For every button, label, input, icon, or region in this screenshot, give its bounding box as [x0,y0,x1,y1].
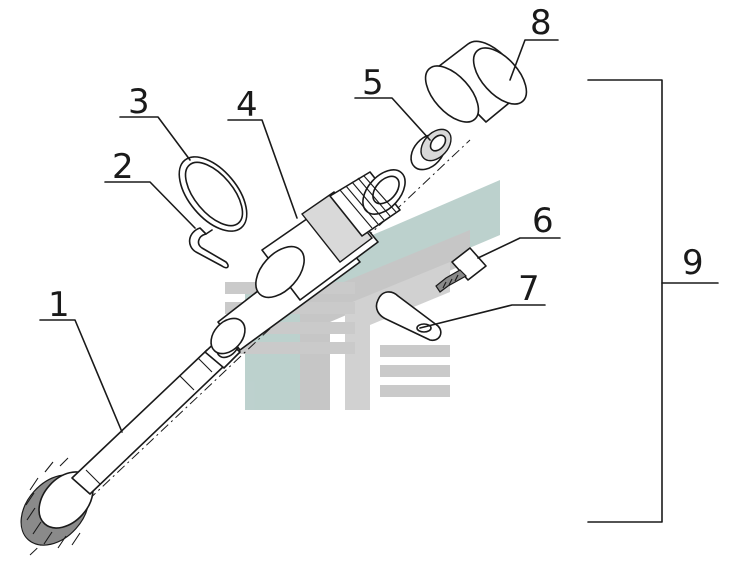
part-5-seal [410,128,452,171]
leader-lines [39,39,719,433]
callout-9: 9 [682,243,704,283]
callout-8: 8 [530,3,552,43]
leader-8 [509,39,559,81]
callout-1: 1 [48,285,70,325]
part-8-sleeve [424,40,528,123]
callout-7: 7 [518,269,540,309]
callout-2: 2 [112,147,134,187]
part-6-bolt [435,247,487,293]
watermark-chevron-grey-2 [345,262,450,410]
part-4-housing [210,169,406,355]
watermark-chevron-teal [245,180,500,410]
callout-4: 4 [236,85,258,125]
leader-6 [477,237,561,259]
leader-7 [419,304,546,329]
leader-4 [227,119,298,219]
callout-3: 3 [128,82,150,122]
assembly-bracket [587,79,663,523]
leader-1 [39,319,123,433]
part-1-gear-shaft [20,333,241,549]
leader-2 [104,181,196,229]
leader-3 [119,116,191,161]
callout-6: 6 [532,201,554,241]
part-3-o-ring [178,156,248,232]
part-2-circlip [188,227,229,269]
callout-5: 5 [362,63,384,103]
leader-5 [354,97,431,141]
